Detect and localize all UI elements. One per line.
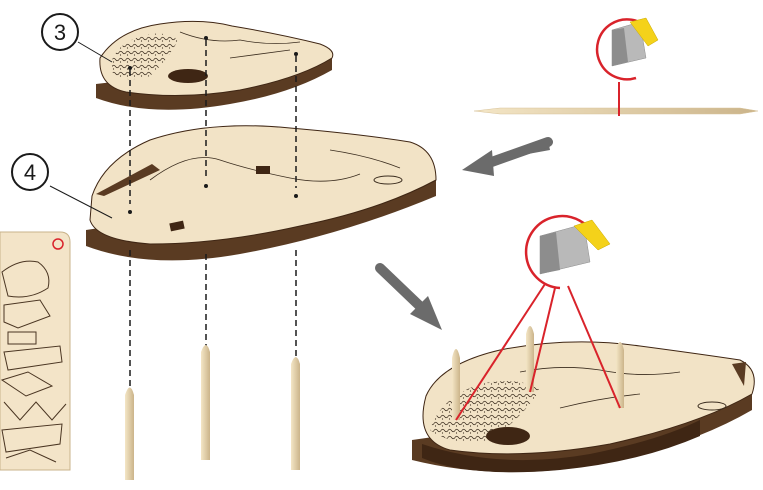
step-number: 4 xyxy=(24,160,36,185)
assembled-piece xyxy=(412,326,754,472)
craft-knife-icon xyxy=(612,18,658,66)
dowel xyxy=(452,349,460,420)
parts-sheet xyxy=(0,232,70,470)
arrow-icon xyxy=(462,140,550,176)
step-callout-3: 3 xyxy=(42,14,112,62)
dowel xyxy=(125,388,134,481)
dowel xyxy=(201,345,210,460)
dowel xyxy=(616,342,624,408)
layer-3-plate xyxy=(96,21,333,109)
trim-dowel-detail xyxy=(474,18,758,116)
assembled-hole xyxy=(486,427,530,445)
arrow-icon xyxy=(380,268,442,330)
dowels xyxy=(125,345,300,480)
layer-4-plate xyxy=(86,126,436,261)
step-number: 3 xyxy=(54,20,66,45)
layer-3-hole xyxy=(168,69,208,83)
dowel xyxy=(291,357,300,470)
craft-knife-icon xyxy=(540,220,610,274)
